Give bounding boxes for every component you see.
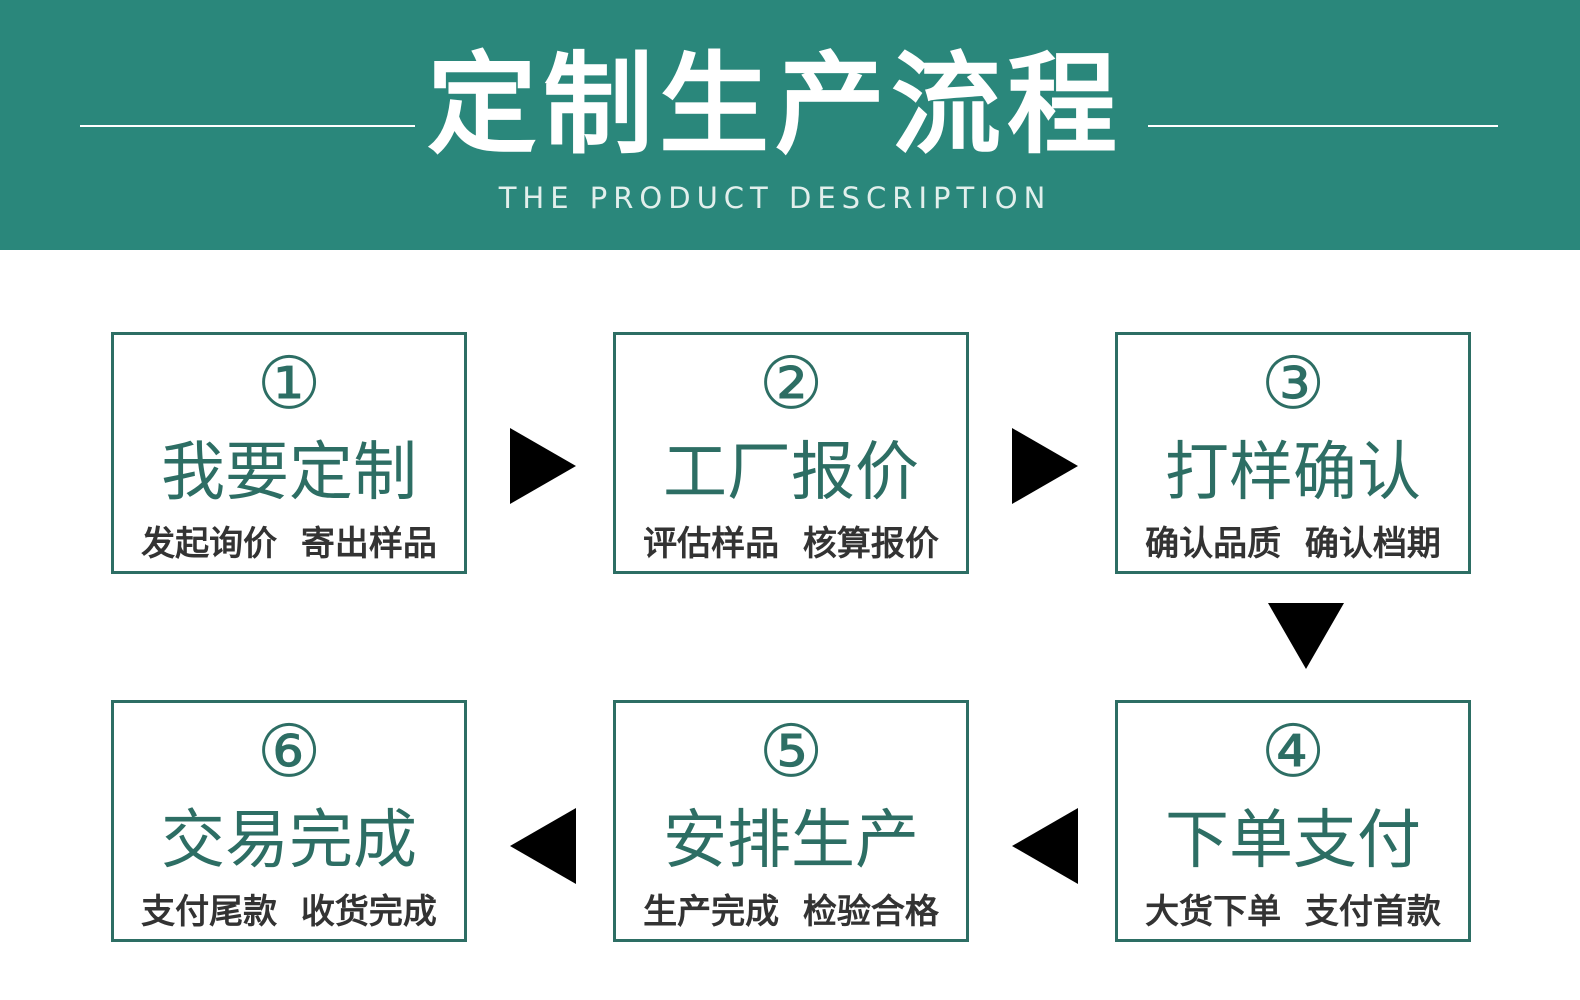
step-number: ③	[1260, 341, 1326, 425]
arrow-right-icon	[1012, 428, 1078, 504]
arrow-left-icon	[1012, 808, 1078, 884]
header-divider-left	[80, 125, 415, 127]
step-title: 我要定制	[161, 436, 417, 510]
step-description: 生产完成 检验合格	[643, 892, 939, 932]
step-number: ①	[256, 341, 322, 425]
step-description: 发起询价 寄出样品	[141, 524, 437, 564]
step-number: ⑥	[256, 709, 322, 793]
step-description: 评估样品 核算报价	[643, 524, 939, 564]
page-subtitle: THE PRODUCT DESCRIPTION	[498, 181, 1052, 215]
step-1-box: ① 我要定制 发起询价 寄出样品	[111, 332, 467, 574]
header-banner: 定制生产流程 THE PRODUCT DESCRIPTION	[0, 0, 1580, 250]
step-number: ④	[1260, 709, 1326, 793]
step-title: 交易完成	[161, 804, 417, 878]
step-title: 下单支付	[1165, 804, 1421, 878]
arrow-down-icon	[1268, 603, 1344, 669]
header-divider-right	[1148, 125, 1498, 127]
arrow-right-icon	[510, 428, 576, 504]
step-description: 大货下单 支付首款	[1145, 892, 1441, 932]
step-5-box: ⑤ 安排生产 生产完成 检验合格	[613, 700, 969, 942]
step-4-box: ④ 下单支付 大货下单 支付首款	[1115, 700, 1471, 942]
step-number: ⑤	[758, 709, 824, 793]
step-description: 支付尾款 收货完成	[141, 892, 437, 932]
step-number: ②	[758, 341, 824, 425]
page-title: 定制生产流程	[427, 41, 1123, 169]
step-title: 打样确认	[1165, 436, 1421, 510]
step-2-box: ② 工厂报价 评估样品 核算报价	[613, 332, 969, 574]
arrow-left-icon	[510, 808, 576, 884]
step-description: 确认品质 确认档期	[1145, 524, 1441, 564]
step-3-box: ③ 打样确认 确认品质 确认档期	[1115, 332, 1471, 574]
step-6-box: ⑥ 交易完成 支付尾款 收货完成	[111, 700, 467, 942]
step-title: 工厂报价	[663, 436, 919, 510]
step-title: 安排生产	[663, 804, 919, 878]
